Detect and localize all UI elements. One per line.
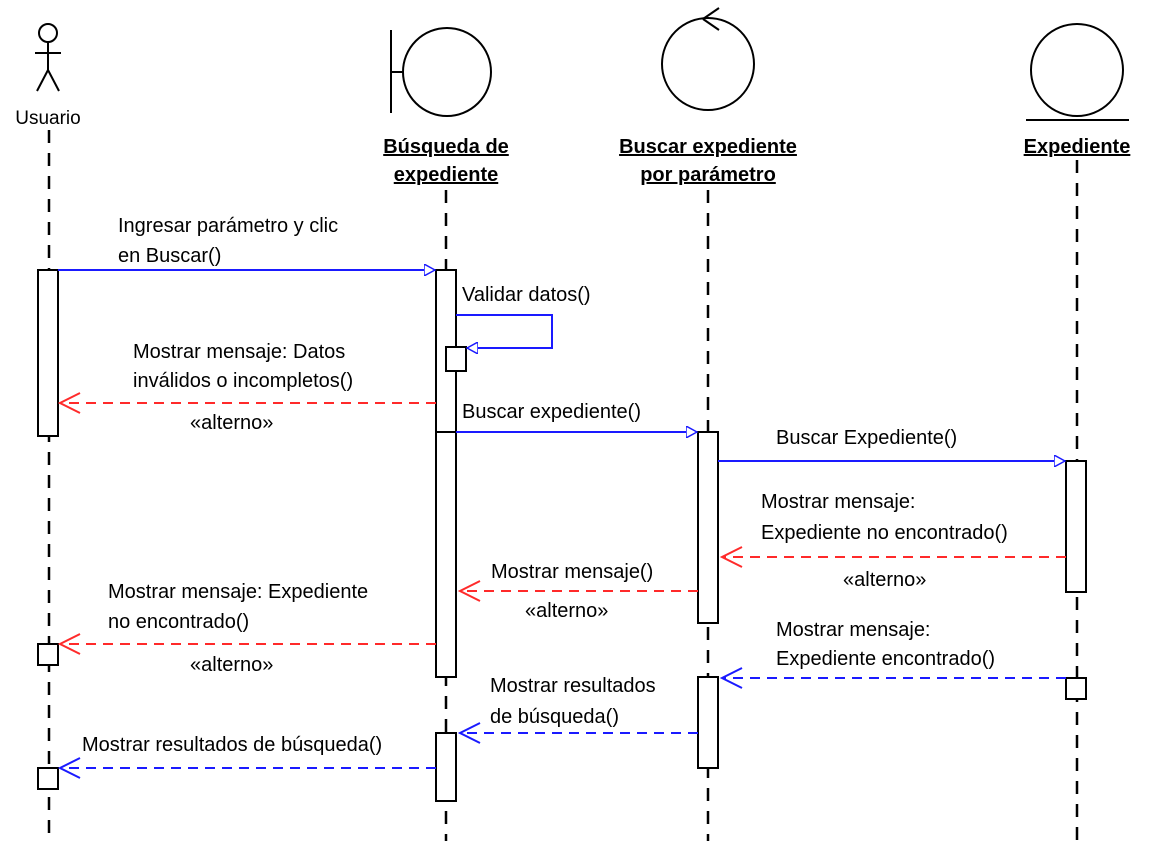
- message-validar-datos-label: Validar datos(): [462, 284, 591, 306]
- message-buscar-expediente-entity-label: Buscar Expediente(): [776, 427, 957, 449]
- entity-icon: [1026, 23, 1129, 121]
- activation-usuario-1: [37, 269, 59, 437]
- message-datos-invalidos-line1: Mostrar mensaje: Datos: [133, 341, 345, 363]
- message-mostrar-resultados-user-label: Mostrar resultados de búsqueda(): [82, 734, 382, 756]
- participant-busqueda-label-line1: Búsqueda de: [383, 136, 509, 158]
- activation-usuario-3: [37, 767, 59, 790]
- message-validar-datos-arrow: [456, 314, 553, 348]
- message-datos-invalidos-stereotype: «alterno»: [190, 412, 273, 434]
- boundary-icon: [390, 27, 492, 117]
- message-no-encontrado-entity-arrowhead: [719, 546, 743, 568]
- message-mostrar-resultados-user-arrowhead: [57, 757, 81, 779]
- message-encontrado-line2: Expediente encontrado(): [776, 648, 995, 670]
- message-no-encontrado-entity-line1: Mostrar mensaje:: [761, 491, 916, 513]
- message-ingresar-parametro-line2: en Buscar(): [118, 245, 221, 267]
- message-no-encontrado-user-line2: no encontrado(): [108, 611, 249, 633]
- message-encontrado-line1: Mostrar mensaje:: [776, 619, 931, 641]
- message-encontrado-arrowhead: [719, 667, 743, 689]
- activation-busqueda-2: [435, 431, 457, 678]
- message-datos-invalidos-arrowhead: [57, 392, 81, 414]
- message-mostrar-mensaje-label: Mostrar mensaje(): [491, 561, 653, 583]
- message-mostrar-resultados-arrowhead: [457, 722, 481, 744]
- message-no-encontrado-user-arrowhead: [57, 633, 81, 655]
- activation-buscar-2: [697, 676, 719, 769]
- participant-expediente-label: Expediente: [1024, 136, 1131, 158]
- message-no-encontrado-entity-line2: Expediente no encontrado(): [761, 522, 1008, 544]
- message-mostrar-resultados-line2: de búsqueda(): [490, 706, 619, 728]
- activation-busqueda-3: [435, 732, 457, 802]
- message-no-encontrado-entity-stereotype: «alterno»: [843, 569, 926, 591]
- message-no-encontrado-user-line1: Mostrar mensaje: Expediente: [108, 581, 368, 603]
- message-datos-invalidos-line2: inválidos o incompletos(): [133, 370, 353, 392]
- message-mostrar-mensaje-stereotype: «alterno»: [525, 600, 608, 622]
- activation-expediente-2: [1065, 677, 1087, 700]
- message-no-encontrado-user-stereotype: «alterno»: [190, 654, 273, 676]
- participant-buscar-label-line2: por parámetro: [640, 164, 776, 186]
- message-buscar-expediente-label: Buscar expediente(): [462, 401, 641, 423]
- participant-buscar-label-line1: Buscar expediente: [619, 136, 797, 158]
- participant-usuario-label: Usuario: [15, 108, 80, 129]
- control-icon: [661, 7, 755, 111]
- message-mostrar-mensaje-arrowhead: [457, 580, 481, 602]
- message-mostrar-resultados-line1: Mostrar resultados: [490, 675, 656, 697]
- activation-usuario-2: [37, 643, 59, 666]
- message-ingresar-parametro-line1: Ingresar parámetro y clic: [118, 215, 338, 237]
- activation-expediente-1: [1065, 460, 1087, 593]
- participant-busqueda-label-line2: expediente: [394, 164, 498, 186]
- actor-icon: [35, 23, 61, 92]
- activation-busqueda-self: [445, 346, 467, 372]
- activation-buscar-1: [697, 431, 719, 624]
